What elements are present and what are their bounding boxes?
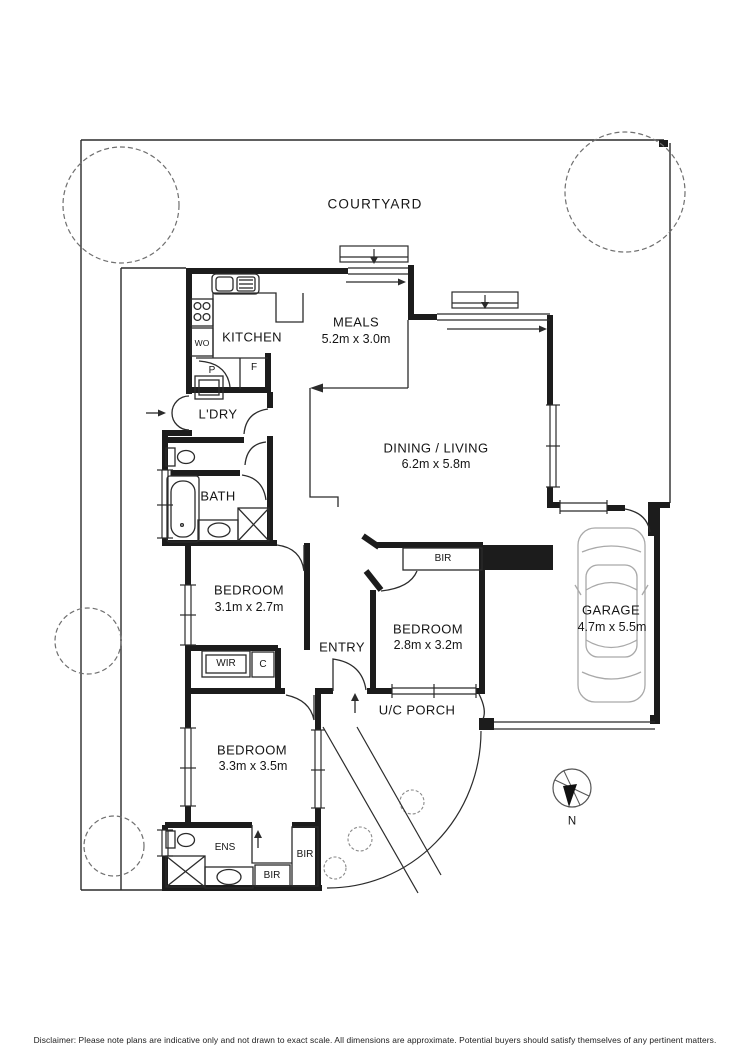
car-icon: [574, 527, 649, 703]
kitchen-sink-icon: [211, 273, 260, 295]
boundary-corner-mark: [659, 140, 668, 147]
meals-dims: 5.2m x 3.0m: [321, 331, 391, 346]
entry-label: ENTRY: [319, 639, 365, 655]
ensuite-label: ENS: [214, 842, 236, 853]
tree-icon: [54, 131, 686, 877]
bedroom1-dims: 3.1m x 2.7m: [214, 599, 284, 614]
bir-hall-label: BIR: [263, 870, 281, 881]
interior-lines: [196, 292, 483, 887]
dining-living-dims: 6.2m x 5.8m: [401, 456, 471, 471]
wall-oven: [190, 327, 214, 357]
kitchen-label: KITCHEN: [222, 329, 282, 345]
laundry-label: L'DRY: [198, 406, 238, 422]
bath-label: BATH: [200, 488, 236, 504]
house-walls: [162, 265, 670, 891]
compass-icon: [552, 768, 592, 808]
wall-oven-label: WO: [194, 337, 210, 348]
shower-icon: [165, 507, 270, 888]
porch-label: U/C PORCH: [378, 702, 456, 718]
bathtub-icon: [166, 475, 200, 543]
courtyard-label: COURTYARD: [327, 196, 423, 212]
laundry-trough-icon: [194, 375, 224, 400]
wall-block-bir: [483, 545, 553, 570]
arrow-heads-sliding: [370, 257, 547, 333]
bedroom2-label: BEDROOM: [393, 621, 463, 637]
meals-label: MEALS: [332, 314, 380, 330]
porch-post: [479, 718, 494, 730]
wir-label: WIR: [216, 658, 236, 669]
shrub-icon: [323, 789, 425, 880]
bedroom3-label: BEDROOM: [217, 742, 287, 758]
toilet-icon: [165, 447, 196, 849]
cooktop-icon: [190, 298, 214, 327]
garage-door: [494, 721, 655, 730]
garage-corner: [650, 715, 660, 724]
disclaimer-text: Disclaimer: Please note plans are indica…: [33, 1034, 717, 1045]
garage-label: GARAGE: [581, 602, 641, 618]
dining-living-label: DINING / LIVING: [383, 440, 489, 456]
north-label: N: [567, 815, 577, 828]
site-boundary: [80, 139, 671, 891]
porch-curve: [478, 693, 485, 720]
bir-living-label: BIR: [434, 553, 452, 564]
bir-robe-label: BIR: [296, 849, 314, 860]
garden-path: [322, 726, 482, 894]
bedroom2-dims: 2.8m x 3.2m: [393, 637, 463, 652]
garage-dims: 4.7m x 5.5m: [577, 619, 647, 634]
bedroom1-label: BEDROOM: [214, 582, 284, 598]
window: [157, 404, 608, 857]
entry-arrow-heads: [158, 383, 359, 838]
vanity-icon: [197, 519, 254, 889]
door-arc: [171, 395, 651, 721]
fridge-label: F: [250, 362, 258, 373]
entry-arrow: [146, 412, 356, 848]
pantry-label: P: [208, 365, 216, 376]
bedroom3-dims: 3.3m x 3.5m: [218, 758, 288, 773]
closet-label: C: [259, 659, 267, 670]
